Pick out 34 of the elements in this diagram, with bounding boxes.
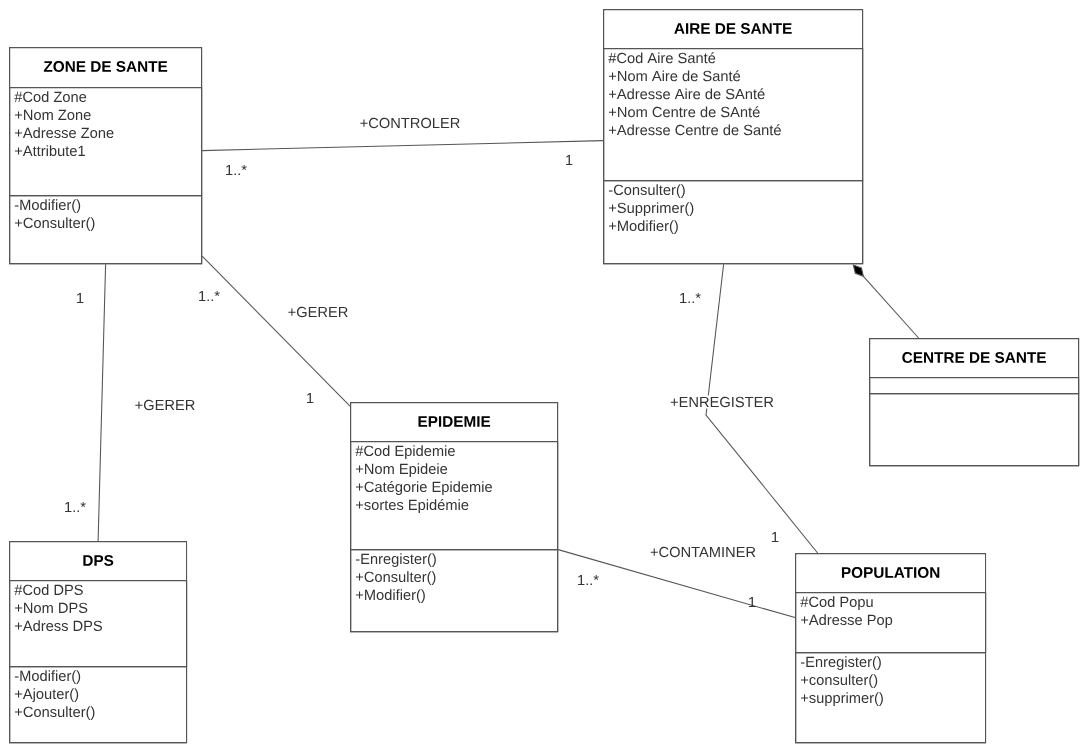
compartment: #Cod DPS +Nom DPS +Adress DPS: [9, 580, 188, 668]
edge-label: +CONTROLER: [358, 116, 462, 130]
edge-label: +GERER: [133, 398, 197, 412]
multiplicity-label: 1..*: [199, 290, 220, 302]
multiplicity-label: 1..*: [65, 501, 86, 513]
multiplicity-label: 1: [749, 597, 756, 608]
association-line: [705, 263, 819, 554]
compartment: -Consulter() +Supprimer() +Modifier(): [603, 180, 864, 265]
association-line: [97, 263, 107, 542]
edge-label: +GERER: [286, 305, 350, 319]
association-line: [557, 549, 796, 619]
compartment: #Cod Zone +Nom Zone +Adresse Zone +Attribute1: [9, 87, 203, 197]
compartment: #Cod Epidemie +Nom Epideie +Catégorie Epidemie +sortes Epidémie: [350, 441, 559, 551]
compartment: -Modifier() +Ajouter() +Consulter(): [9, 666, 188, 744]
edge-label: +CONTAMINER: [648, 545, 758, 559]
compartment: -Enregister() +consulter() +supprimer(): [795, 652, 987, 744]
edge-label: +ENREGISTER: [668, 395, 776, 409]
class-box: CENTRE DE SANTE: [869, 338, 1080, 467]
compartment: -Modifier() +Consulter(): [9, 195, 203, 265]
multiplicity-label: 1: [566, 154, 573, 166]
multiplicity-label: 1..*: [578, 574, 599, 586]
association-line: [201, 255, 351, 407]
compartment: -Enregister() +Consulter() +Modifier(): [350, 549, 559, 633]
empty-compartment: [869, 377, 1080, 395]
multiplicity-label: 1: [77, 292, 84, 304]
compartment: #Cod Popu +Adresse Pop: [795, 592, 987, 654]
composition-line: [852, 264, 920, 339]
multiplicity-label: 1..*: [680, 292, 701, 304]
association-line: [201, 140, 604, 152]
multiplicity-label: 1: [307, 392, 314, 404]
multiplicity-label: 1..*: [226, 164, 247, 176]
multiplicity-label: 1: [772, 531, 779, 543]
empty-compartment: [869, 393, 1080, 467]
compartment: #Cod Aire Santé +Nom Aire de Santé +Adresse Aire de SAnté +Nom Centre de SAnté +Adresse Centre de Santé: [603, 48, 864, 182]
